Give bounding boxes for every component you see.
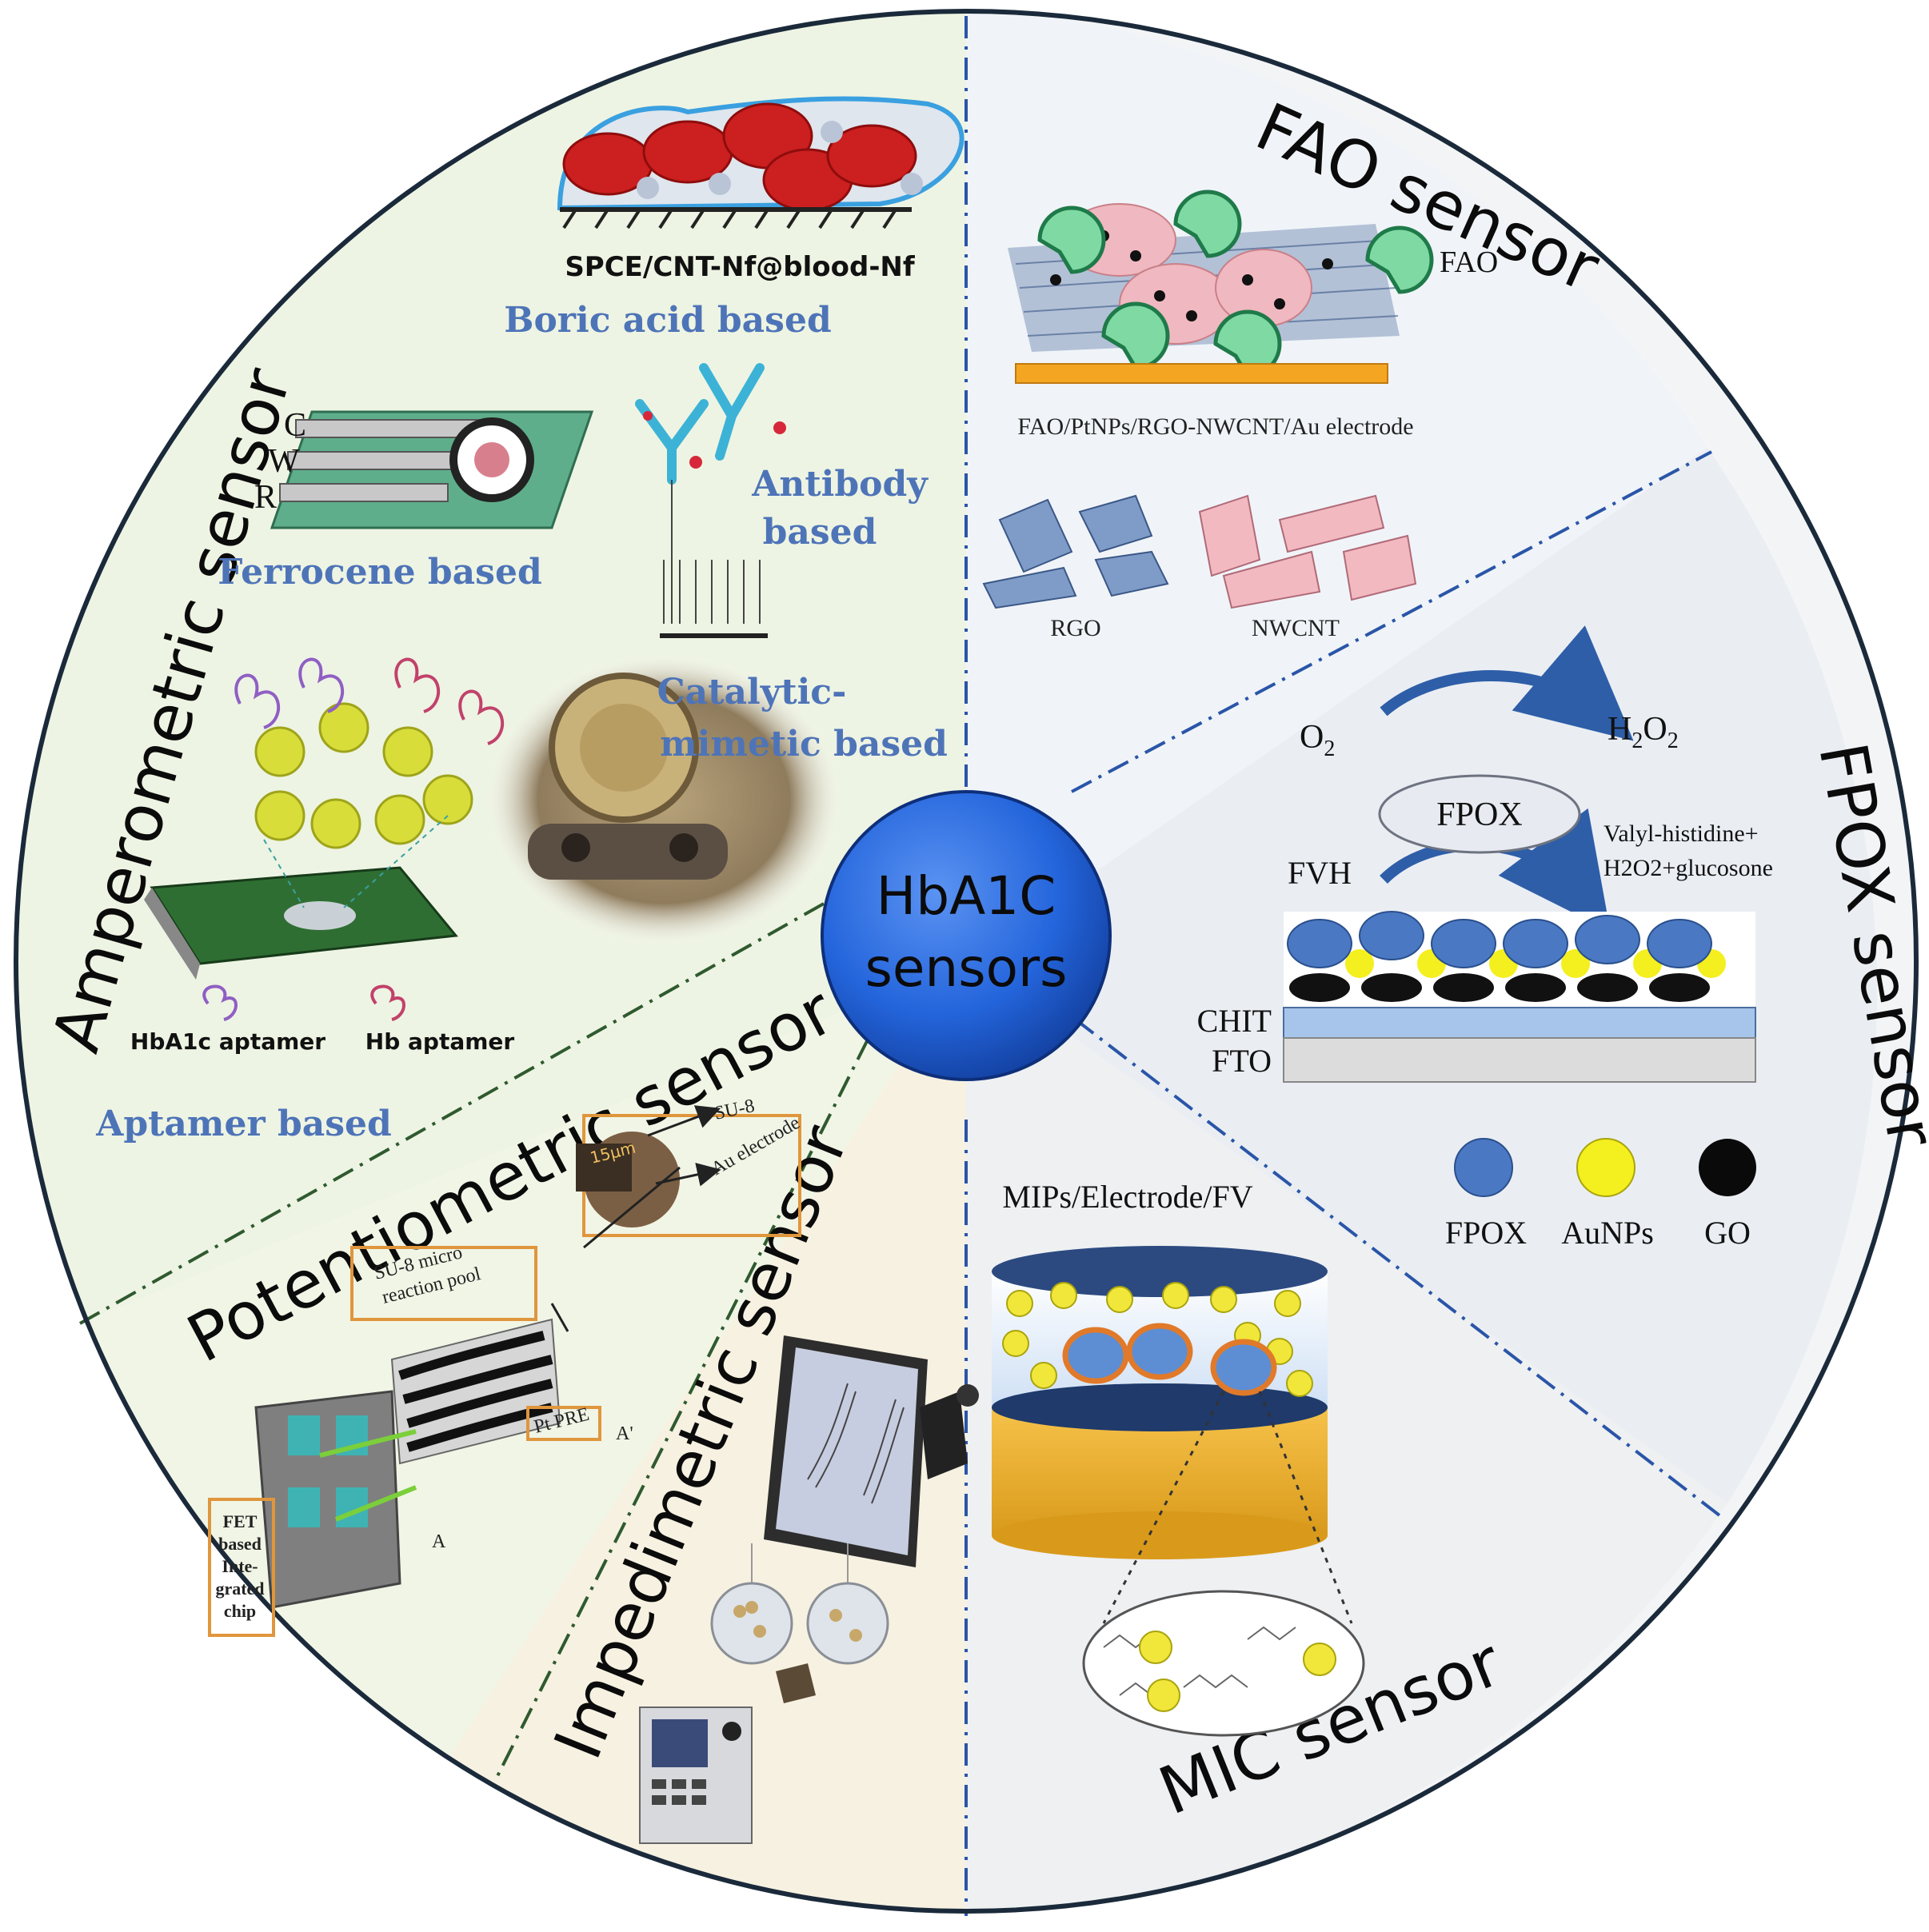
- fpox-h2o2: H2O2: [1608, 711, 1679, 753]
- potentiometric-illustration: [208, 1105, 801, 1637]
- antibody-label-1: Antibody: [751, 464, 929, 505]
- fpox-enzyme-ellipse: [1378, 774, 1581, 854]
- fpox-reaction-diagram: [1378, 625, 1634, 932]
- ferrocene-label: Ferrocene based: [218, 552, 541, 593]
- catalytic-label-2: mimetic based: [660, 724, 948, 764]
- center-title-line1: HbA1C: [877, 865, 1056, 927]
- ferrocene-electrode-letters: C W R: [254, 407, 306, 516]
- fet-line-5: chip: [224, 1601, 256, 1621]
- pot-a-prime-label: A': [616, 1423, 633, 1444]
- nwcnt-label: NWCNT: [1252, 615, 1340, 641]
- fpox-fvh-label: FVH: [1288, 855, 1352, 891]
- electrode-c: C: [284, 407, 306, 444]
- fet-line-4: grated: [215, 1579, 264, 1599]
- aptamer-illustration: [144, 657, 504, 1021]
- boric-caption: SPCE/CNT-Nf@blood-Nf: [565, 251, 916, 283]
- outer-circle: [14, 9, 1919, 1914]
- fao-enzyme-label: FAO: [1440, 245, 1498, 279]
- center-title-line2: sensors: [865, 937, 1067, 999]
- fpox-electrode-stack: [1283, 911, 1756, 1083]
- legend-go-swatch: [1699, 1139, 1756, 1196]
- impedimetric-illustration: [639, 1335, 979, 1844]
- sector-dividers: [79, 16, 1721, 1916]
- divider-amp-pot: [79, 902, 825, 1325]
- fpox-products-2: H2O2+glucosone: [1604, 855, 1773, 881]
- electrode-w: W: [268, 443, 300, 480]
- legend-fpox-swatch: [1454, 1138, 1513, 1197]
- hb-aptamer-label: Hb aptamer: [365, 1028, 515, 1055]
- divider-fao-fpox: [1071, 450, 1712, 793]
- boric-label: Boric acid based: [504, 300, 831, 341]
- fet-line-3: Inte-: [222, 1556, 258, 1576]
- center-hub: HbA1C sensors: [821, 790, 1112, 1081]
- legend-aunps-swatch: [1576, 1138, 1635, 1197]
- fpox-legend: FPOX AuNPs GO: [1445, 1138, 1756, 1251]
- pot-a-label: A: [432, 1531, 446, 1552]
- legend-aunps-label: AuNPs: [1561, 1215, 1654, 1251]
- divider-pot-imp: [494, 1039, 869, 1780]
- fpox-fto-label: FTO: [1212, 1043, 1272, 1079]
- aptamer-label: Aptamer based: [95, 1104, 392, 1144]
- fao-illustration: [1008, 190, 1434, 384]
- pot-fet-label: FET based Inte- grated chip: [215, 1511, 264, 1621]
- boric-acid-illustration: [557, 96, 964, 230]
- fet-line-2: based: [218, 1534, 262, 1554]
- legend-go-label: GO: [1704, 1215, 1751, 1251]
- mic-caption: MIPs/Electrode/FV: [1002, 1179, 1252, 1215]
- fpox-chit-label: CHIT: [1197, 1003, 1272, 1039]
- catalytic-label-1: Catalytic-: [657, 672, 847, 713]
- catalytic-illustration: [484, 652, 844, 948]
- rgo-label: RGO: [1050, 615, 1100, 641]
- fpox-products-1: Valyl-histidine+: [1604, 820, 1759, 847]
- fet-line-1: FET: [223, 1511, 258, 1531]
- nwcnt-illustration: [1198, 494, 1417, 609]
- ferrocene-illustration: [270, 410, 594, 529]
- legend-fpox-label: FPOX: [1445, 1215, 1527, 1251]
- rgo-illustration: [982, 494, 1169, 609]
- fpox-enzyme-label: FPOX: [1436, 796, 1522, 833]
- fao-electrode-caption: FAO/PtNPs/RGO-NWCNT/Au electrode: [1017, 413, 1413, 440]
- antibody-illustration: [635, 363, 786, 638]
- divider-fpox-mic: [1074, 1018, 1721, 1517]
- antibody-label-2: based: [763, 512, 877, 553]
- hba1c-aptamer-label: HbA1c aptamer: [130, 1028, 325, 1055]
- electrode-r: R: [254, 479, 277, 516]
- mic-cylinder: [992, 1246, 1365, 1737]
